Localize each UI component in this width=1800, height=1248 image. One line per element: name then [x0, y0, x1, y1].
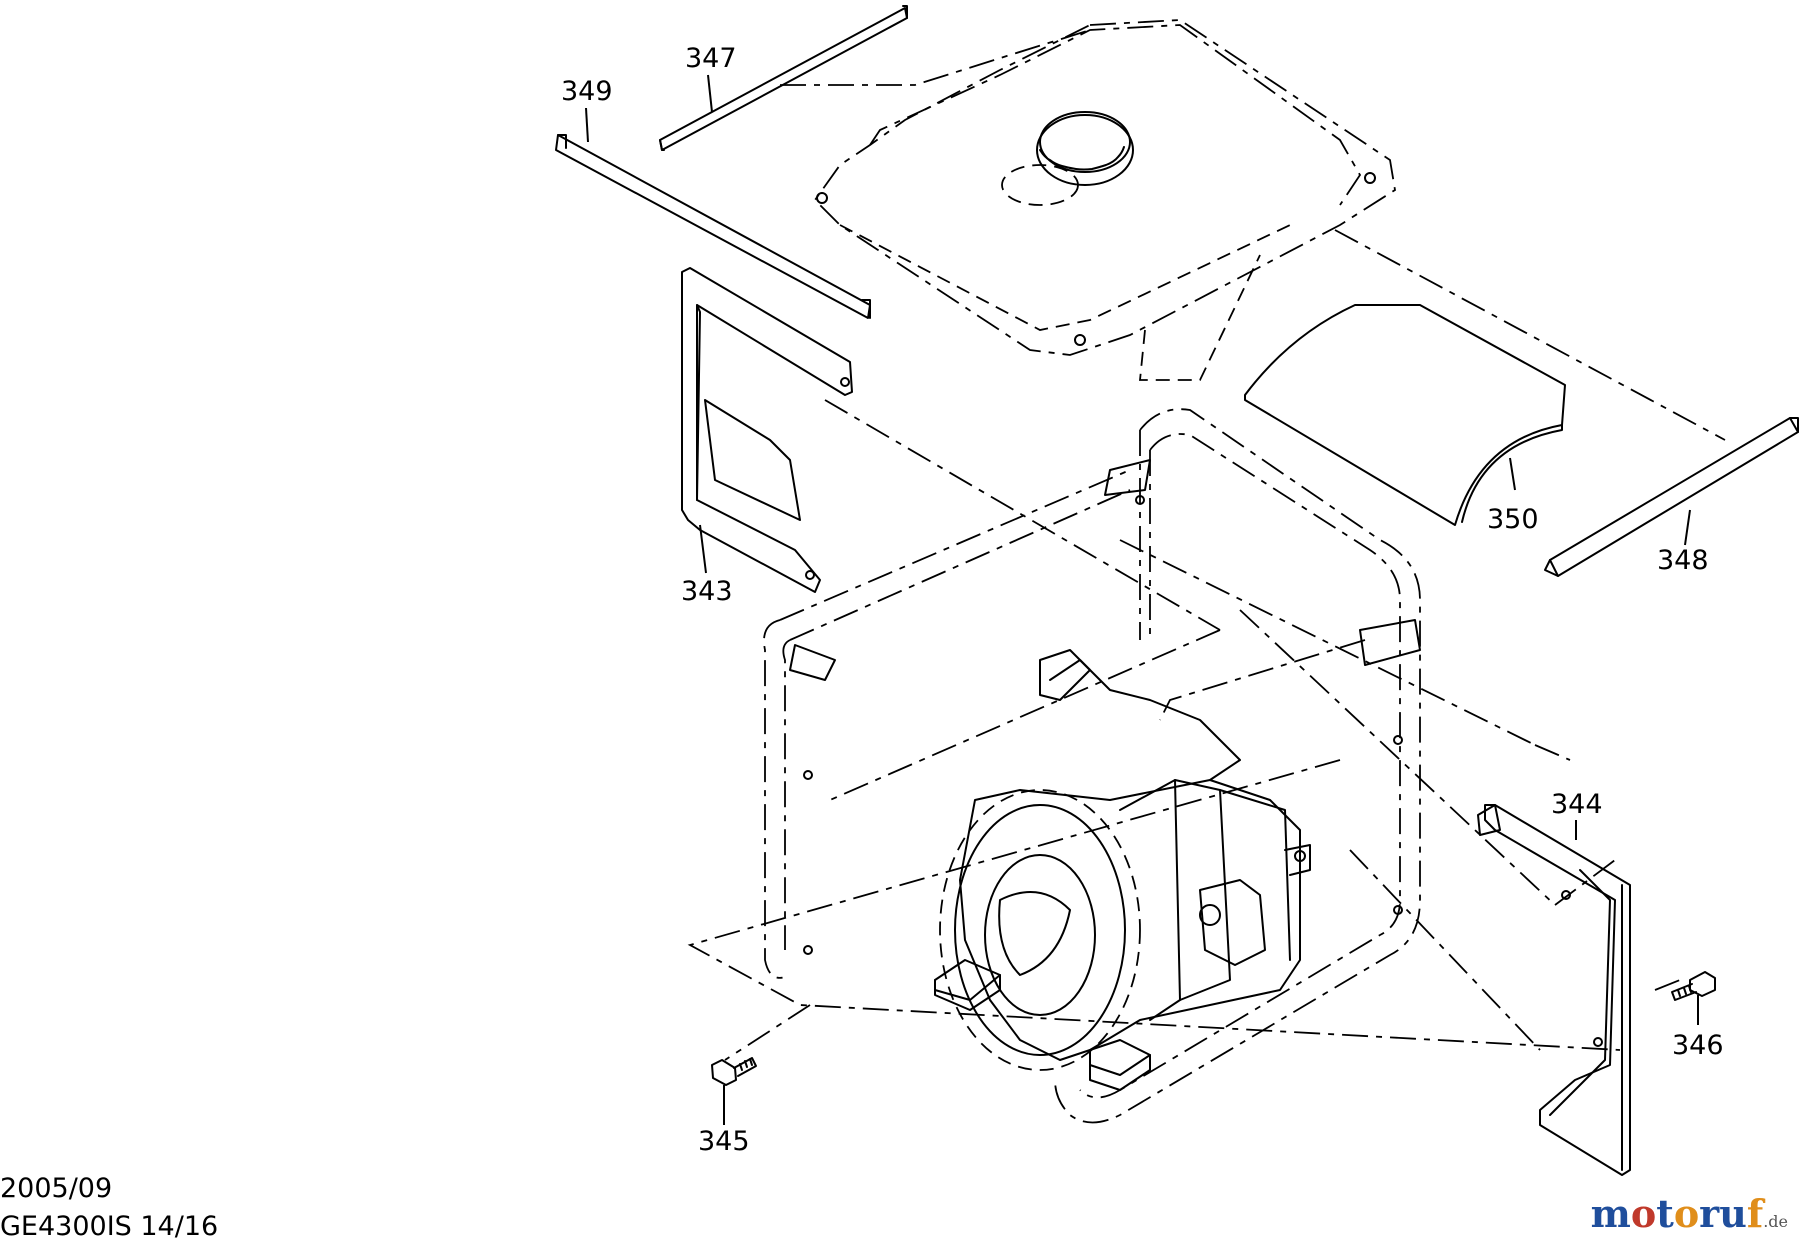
- frame: [763, 408, 1421, 1124]
- part-349-rail: [555, 134, 871, 319]
- logo-letter: o: [1630, 1191, 1657, 1236]
- label-348: 348: [1657, 545, 1709, 576]
- alternator-assembly: [934, 649, 1311, 1091]
- logo-letter: r: [1699, 1191, 1720, 1236]
- logo-letter: o: [1673, 1191, 1700, 1236]
- label-349: 349: [561, 76, 613, 107]
- logo-letter: u: [1719, 1191, 1747, 1236]
- part-343-bracket: [681, 267, 853, 593]
- part-344-bracket: [1477, 804, 1631, 1176]
- part-346-bolt: [1671, 971, 1716, 1001]
- part-348-rail: [1544, 417, 1799, 577]
- part-350-panel: [1244, 304, 1566, 526]
- logo-letter: t: [1656, 1191, 1674, 1236]
- fuel-tank: [780, 19, 1396, 381]
- label-347: 347: [685, 43, 737, 74]
- logo-letter: f: [1746, 1191, 1764, 1236]
- label-346: 346: [1672, 1030, 1724, 1061]
- logo-suffix: .de: [1763, 1212, 1788, 1231]
- motoruf-logo: motoruf.de: [1591, 1195, 1788, 1233]
- assembly-guide-lines: [687, 229, 1726, 1061]
- logo-text: motoruf: [1591, 1191, 1764, 1236]
- part-labels: 349 347 350 348 343 344 345 346: [561, 43, 1724, 1157]
- label-345: 345: [698, 1126, 750, 1157]
- footer-model: GE4300IS 14/16: [0, 1211, 219, 1242]
- label-344: 344: [1551, 789, 1603, 820]
- leader-lines: [585, 74, 1699, 1125]
- label-350: 350: [1487, 504, 1539, 535]
- part-347-rail: [659, 5, 908, 151]
- part-345-bolt: [711, 1057, 757, 1086]
- logo-letter: m: [1590, 1191, 1631, 1236]
- label-343: 343: [681, 576, 733, 607]
- footer-date: 2005/09: [0, 1173, 113, 1204]
